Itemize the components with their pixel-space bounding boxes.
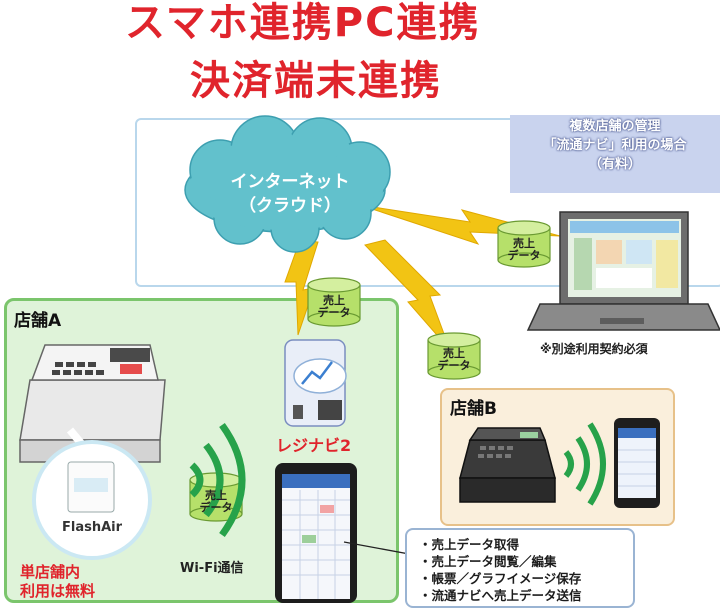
cash-register-b: [459, 427, 556, 503]
cash-register-a: [19, 344, 166, 463]
db-laptop-line1: 売上: [513, 237, 535, 250]
db-laptop-line2: データ: [507, 249, 541, 262]
db-laptop-label: 売上 データ: [498, 238, 550, 262]
wifi-label: Wi-Fi通信: [180, 561, 244, 576]
db-storeb-label: 売上 データ: [428, 348, 480, 372]
db-storeb: [427, 332, 481, 380]
store-a-label: 店舗A: [14, 311, 62, 331]
management-box: 複数店舗の管理 「流通ナビ」利用の場合 （有料）: [510, 115, 720, 193]
bolt-to-regi: [284, 239, 319, 336]
feature-item: ・帳票／グラフイメージ保存: [419, 571, 582, 586]
db-wifi-line2: データ: [199, 501, 233, 514]
flashair-caption: FlashAir: [62, 520, 123, 535]
reginavi-app-icon: [284, 339, 347, 427]
feature-item: ・売上データ閲覧／編集: [419, 554, 557, 569]
wifi-waves-a: [189, 422, 246, 538]
cloud-line2: （クラウド）: [239, 196, 341, 216]
app-label: レジナビ2: [276, 436, 352, 455]
title-line2: 決済端末連携: [190, 58, 442, 104]
db-storeb-line1: 売上: [443, 347, 465, 360]
smartphone-device: [614, 418, 660, 508]
management-line3: （有料）: [588, 157, 641, 172]
db-regi-label: 売上 データ: [308, 295, 360, 319]
tablet-device: [275, 463, 357, 603]
cloud-fill: [187, 120, 386, 230]
db-wifi-label: 売上 データ: [190, 490, 242, 514]
bolt-to-storeb: [364, 239, 451, 351]
laptop-icon: [526, 211, 720, 331]
feature-item: ・売上データ取得: [419, 537, 520, 552]
store-b-label: 店舗B: [450, 399, 497, 419]
management-line2: 「流通ナビ」利用の場合: [543, 138, 687, 153]
features-callout: ・売上データ取得 ・売上データ閲覧／編集 ・帳票／グラフイメージ保存 ・流通ナビ…: [405, 528, 635, 608]
db-storeb-line2: データ: [437, 359, 471, 372]
db-regi-line2: データ: [317, 306, 351, 319]
cloud-label: インターネット （クラウド）: [205, 170, 375, 218]
db-wifi-line1: 売上: [205, 489, 227, 502]
db-regi: [307, 277, 361, 327]
db-laptop: [497, 220, 551, 268]
free-note-line1: 単店舗内: [20, 563, 81, 581]
cloud-line1: インターネット: [230, 172, 350, 192]
free-note-line2: 利用は無料: [20, 582, 96, 600]
title-line1: スマホ連携PC連携: [125, 0, 481, 46]
laptop-note: ※別途利用契約必須: [540, 342, 648, 356]
db-regi-line1: 売上: [323, 294, 345, 307]
wifi-waves-b: [563, 422, 606, 506]
flashair-magnifier: [32, 427, 152, 560]
feature-item: ・流通ナビへ売上データ送信: [419, 588, 582, 603]
lightning-bolts: [284, 204, 561, 351]
free-note: 単店舗内 利用は無料: [20, 563, 95, 601]
management-line1: 複数店舗の管理: [569, 119, 661, 134]
